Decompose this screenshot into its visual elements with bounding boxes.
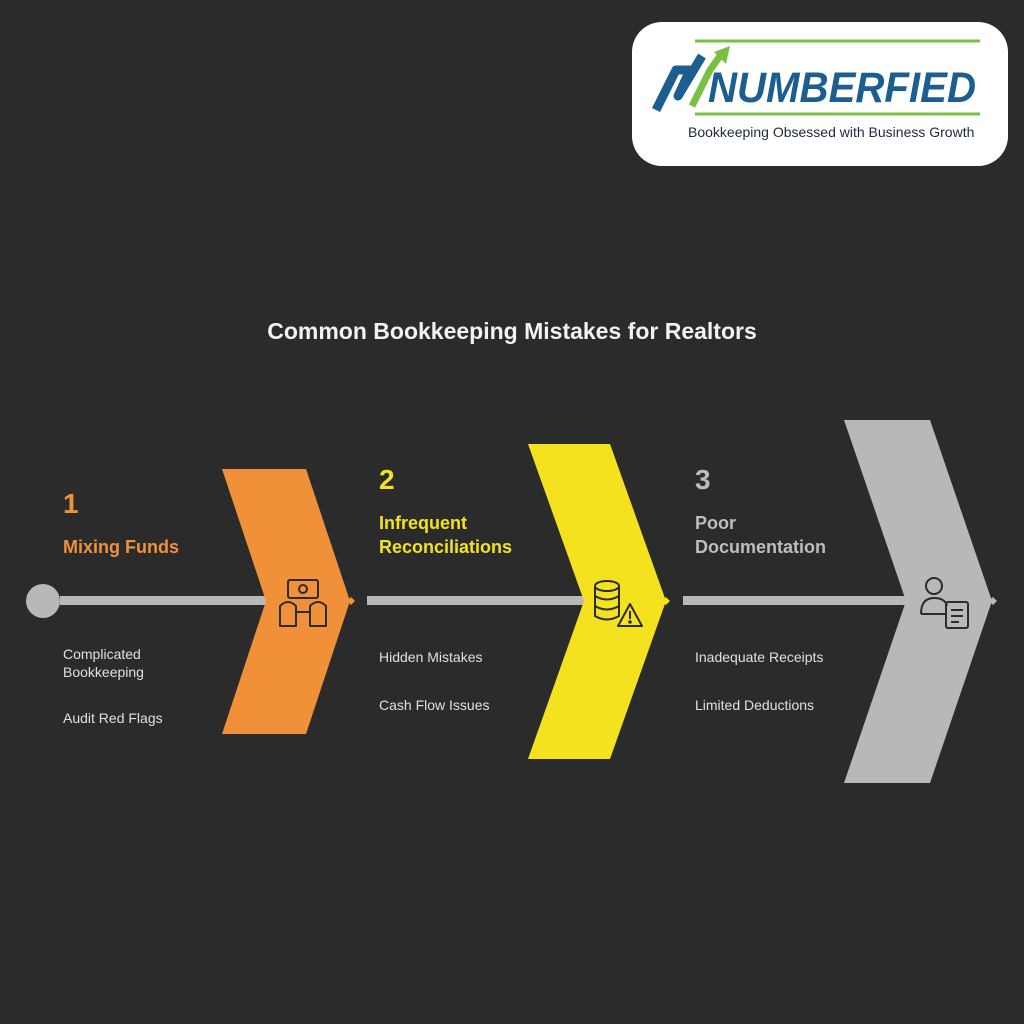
step-1-title: Mixing Funds — [63, 535, 179, 559]
step-3-detail-1: Inadequate Receipts — [695, 649, 824, 665]
step-1-title-line-1: Mixing Funds — [63, 537, 179, 557]
step-1-detail-2: Audit Red Flags — [63, 710, 163, 726]
chevron-3 — [844, 420, 992, 783]
logo-card: NUMBERFIED Bookkeeping Obsessed with Bus… — [632, 22, 1008, 166]
step-3-number: 3 — [695, 464, 711, 495]
step-3-title: Poor Documentation — [695, 511, 826, 559]
numberfied-logo: NUMBERFIED — [651, 39, 980, 116]
page-title: Common Bookkeeping Mistakes for Realtors — [267, 318, 757, 344]
logo-tagline: Bookkeeping Obsessed with Business Growt… — [688, 124, 975, 140]
diamond-marker-2 — [662, 597, 670, 605]
step-2-title: Infrequent Reconciliations — [379, 511, 512, 559]
step-2-number: 2 — [379, 464, 395, 495]
step-2-detail-2: Cash Flow Issues — [379, 697, 490, 713]
diamond-marker-3 — [989, 597, 997, 605]
step-3-detail-2: Limited Deductions — [695, 697, 815, 713]
connector-line-3 — [683, 596, 913, 605]
money-hands-icon — [279, 579, 327, 627]
step-1-number: 1 — [63, 488, 79, 519]
step-1-detail-1: Complicated Bookkeeping — [63, 646, 144, 680]
person-document-icon — [920, 577, 969, 629]
database-warning-icon — [594, 580, 643, 627]
step-2-detail-1: Hidden Mistakes — [379, 649, 483, 665]
diamond-marker-1 — [347, 597, 355, 605]
connector-line-1 — [60, 596, 272, 605]
chevron-2 — [528, 444, 666, 759]
timeline-start-dot — [26, 584, 60, 618]
step-2-title-line-1: Infrequent — [379, 513, 467, 533]
step-3-title-line-1: Poor — [695, 513, 737, 533]
step-3-title-line-2: Documentation — [695, 537, 827, 557]
connector-line-2 — [367, 596, 585, 605]
logo-brand: NUMBERFIED — [708, 64, 976, 112]
step-2-title-line-2: Reconciliations — [379, 537, 513, 557]
